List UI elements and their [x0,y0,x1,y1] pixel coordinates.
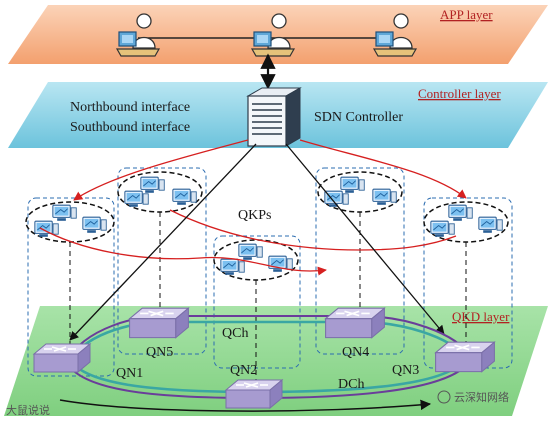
watermark-left: 大鼠说说 [6,403,50,417]
router-icon-qn1 [33,343,91,373]
app-layer-label: APP layer [440,7,493,22]
southbound-interface-label: Southbound interface [70,120,190,135]
terminal-icon [140,176,165,194]
terminal-icon [82,216,107,234]
router-icon-qn4 [324,307,386,339]
terminal-icon [340,176,365,194]
qkd-layer-label: QKD layer [452,309,510,324]
node-label-qn3: QN3 [392,363,419,378]
qkp-container-qn2 [213,235,301,369]
qkp-containers [27,167,513,377]
node-label-qn4: QN4 [342,345,369,360]
sdn-controller-server-icon [246,87,302,147]
terminal-icon [52,204,77,222]
qkp-group [317,171,403,213]
sdn-controller-label: SDN Controller [314,110,403,125]
qkp-container-qn5 [117,167,207,355]
terminal-icon [238,243,263,261]
node-label-qn1: QN1 [116,366,143,381]
qkp-container-qn3 [423,197,513,369]
controller-to-qn3-arrow [285,143,445,335]
terminal-icon [34,220,59,238]
router-icon-qn3 [434,341,496,373]
qkp-group [117,171,203,213]
qch-label: QCh [222,326,248,341]
qkp-group [423,201,509,243]
terminal-icon [372,188,397,206]
router-icon-qn2 [225,379,283,409]
qkps-label: QKPs [238,208,271,223]
controller-layer-label: Controller layer [418,86,501,101]
dch-flow-arrow [59,399,432,412]
wechat-icon [437,390,451,404]
control-arrows [39,139,467,276]
terminal-icon [172,188,197,206]
terminal-icon [478,216,503,234]
router-icon-qn5 [128,307,190,339]
dch-label: DCh [338,377,364,392]
qkp-container-qn4 [315,167,405,355]
node-label-qn2: QN2 [230,363,257,378]
qkp-group [25,201,115,243]
qkp-group [213,239,299,281]
controller-to-qn1-arrow [69,143,257,341]
qkp-container-qn1 [27,197,115,377]
watermark-right: 云深知网络 [454,390,509,404]
terminal-icon [448,204,473,222]
northbound-interface-label: Northbound interface [70,100,190,115]
node-label-qn5: QN5 [146,345,173,360]
